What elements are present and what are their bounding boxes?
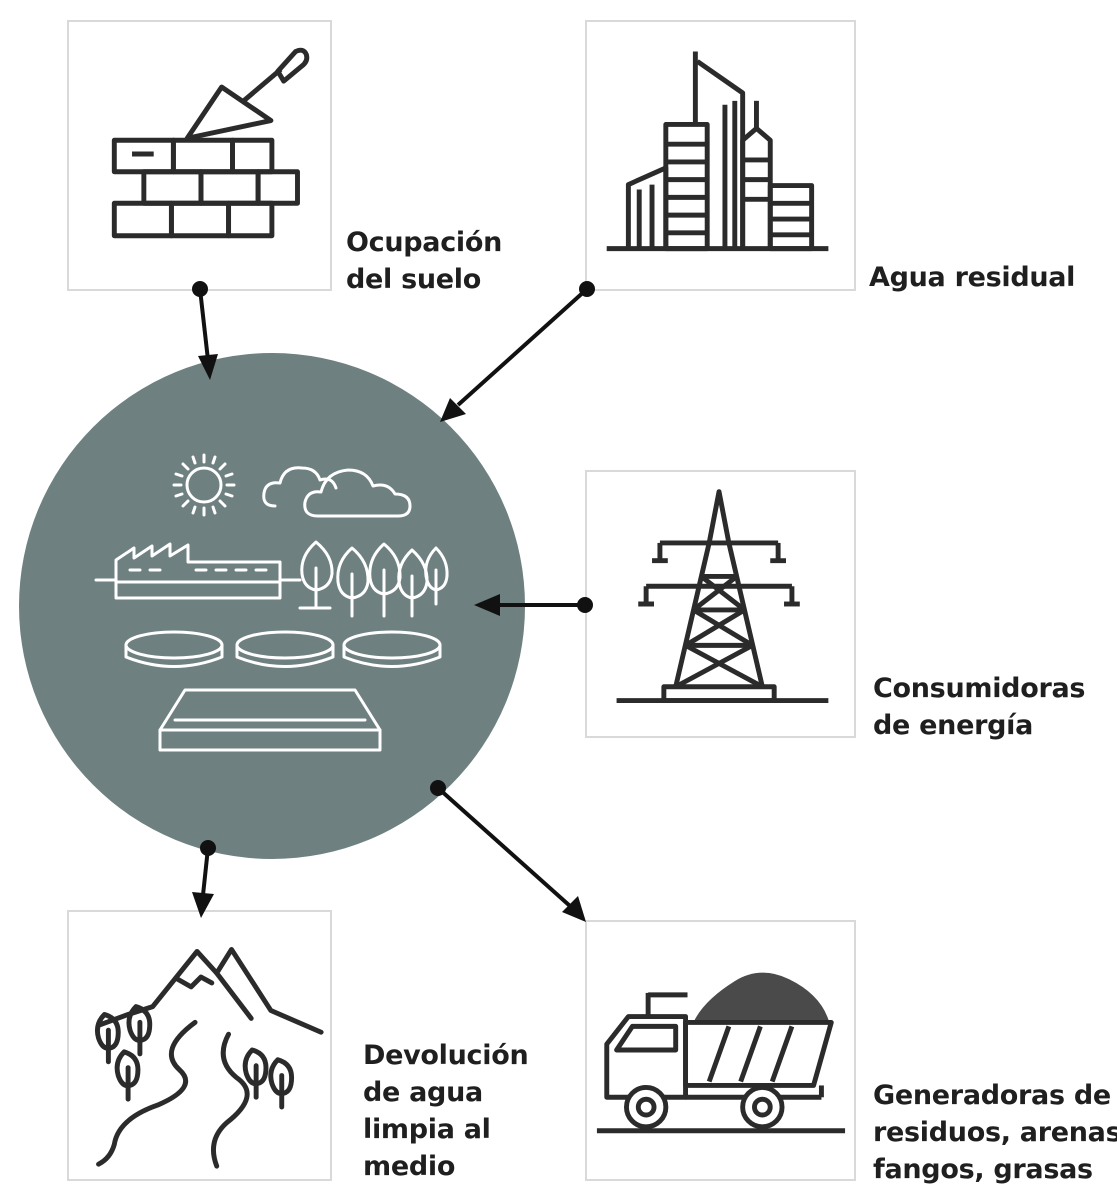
label-wastewater: Agua residual bbox=[869, 259, 1075, 296]
brick-wall-trowel-icon bbox=[111, 47, 310, 239]
city-buildings-icon bbox=[606, 51, 829, 252]
panel-waste-generators bbox=[585, 920, 856, 1181]
factory-icon bbox=[94, 542, 302, 600]
round-tanks-icon bbox=[124, 630, 442, 668]
label-line: residuos, arenas, bbox=[873, 1117, 1117, 1148]
label-line: del suelo bbox=[346, 264, 482, 295]
panel-wastewater bbox=[585, 20, 856, 291]
label-land-occupation: Ocupación del suelo bbox=[346, 224, 502, 298]
rectangular-tank-icon bbox=[158, 688, 382, 752]
panel-energy-consumers bbox=[585, 470, 856, 738]
mountains-river-icon bbox=[94, 947, 324, 1169]
dump-truck-icon bbox=[596, 972, 846, 1134]
label-line: medio bbox=[363, 1151, 456, 1182]
trees-icon bbox=[298, 540, 449, 618]
sun-icon bbox=[172, 453, 236, 517]
label-line: Devolución bbox=[363, 1040, 529, 1071]
load-pile bbox=[693, 972, 830, 1023]
label-clean-water-return: Devolución de agua limpia al medio bbox=[363, 1037, 529, 1185]
label-line: Ocupación bbox=[346, 227, 503, 258]
circle-background bbox=[19, 353, 525, 859]
label-line: de agua bbox=[363, 1077, 483, 1108]
label-line: fangos, grasas bbox=[873, 1154, 1093, 1185]
label-energy-consumers: Consumidoras de energía bbox=[873, 670, 1085, 744]
panel-land-occupation bbox=[67, 20, 332, 291]
label-line: Agua residual bbox=[869, 262, 1076, 293]
panel-clean-water-return bbox=[67, 910, 332, 1181]
label-waste-generators: Generadoras de residuos, arenas, fangos,… bbox=[873, 1077, 1117, 1188]
power-tower-icon bbox=[616, 489, 829, 703]
clouds-icon bbox=[262, 466, 412, 518]
label-line: de energía bbox=[873, 710, 1034, 741]
label-line: limpia al bbox=[363, 1114, 491, 1145]
label-line: Generadoras de bbox=[873, 1080, 1111, 1111]
label-line: Consumidoras bbox=[873, 673, 1086, 704]
